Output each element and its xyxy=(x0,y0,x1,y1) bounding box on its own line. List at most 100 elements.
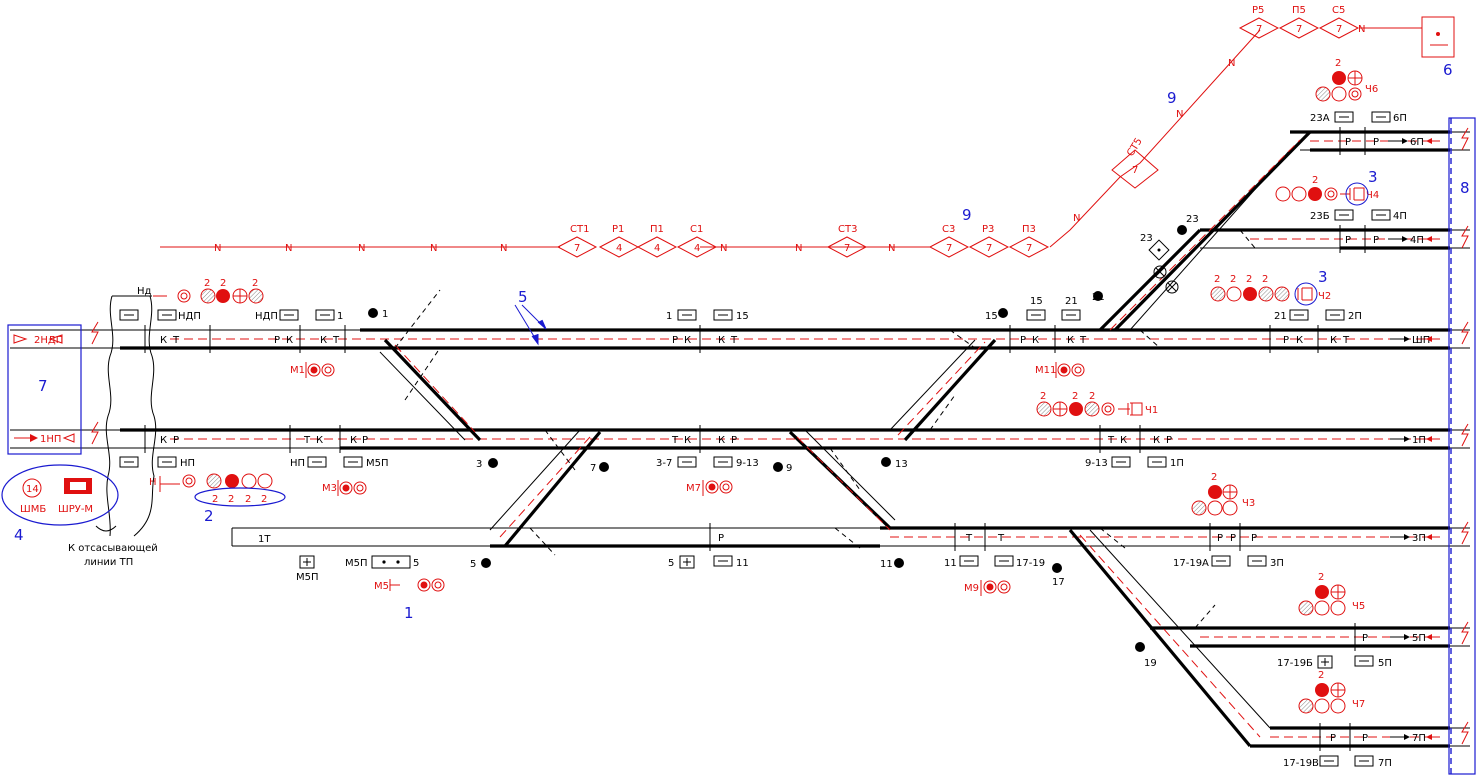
callout-box-8 xyxy=(1448,117,1476,775)
track-layout xyxy=(10,130,1470,748)
cable-n-7: N xyxy=(795,243,802,254)
cabinet-ct5: 7 CT5 xyxy=(1111,136,1159,189)
svg-text:2: 2 xyxy=(212,494,218,505)
svg-text:4: 4 xyxy=(616,243,622,254)
svg-text:2: 2 xyxy=(245,494,251,505)
svg-text:Р: Р xyxy=(718,533,724,544)
svg-text:15: 15 xyxy=(736,311,749,322)
svg-text:М5П: М5П xyxy=(345,558,368,569)
signal-nd-label: Нд xyxy=(137,286,152,297)
svg-text:Т: Т xyxy=(965,533,973,544)
callout-1: 1 xyxy=(404,604,414,622)
svg-text:17-19Б: 17-19Б xyxy=(1277,658,1313,669)
signal-m3-label: М3 xyxy=(322,483,337,494)
svg-text:3П: 3П xyxy=(1270,558,1284,569)
cable-n-5: N xyxy=(500,243,507,254)
cable-n-3: N xyxy=(358,243,365,254)
cabinet-p5: P5 7 xyxy=(1238,5,1280,39)
switch-19: 19 xyxy=(1144,658,1157,669)
svg-text:К: К xyxy=(316,435,323,446)
svg-text:7: 7 xyxy=(1026,243,1032,254)
cabinet-c1: C1 4 xyxy=(676,224,718,258)
svg-text:НДП: НДП xyxy=(255,311,278,322)
track-2ndp: 2НДП xyxy=(34,335,63,346)
svg-text:К: К xyxy=(1032,335,1039,346)
svg-text:7: 7 xyxy=(1132,165,1138,176)
svg-text:7: 7 xyxy=(844,243,850,254)
switch-21: 21 xyxy=(1092,292,1105,303)
svg-text:М5П: М5П xyxy=(366,458,389,469)
track-shp: ШП xyxy=(1412,335,1430,346)
svg-text:Т: Т xyxy=(1342,335,1350,346)
switch-7: 7 xyxy=(590,463,596,474)
svg-text:11: 11 xyxy=(944,558,957,569)
svg-text:Р: Р xyxy=(1362,633,1368,644)
svg-text:C3: C3 xyxy=(942,224,955,235)
cable-n-2: N xyxy=(285,243,292,254)
svg-text:6П: 6П xyxy=(1393,113,1407,124)
svg-text:4П: 4П xyxy=(1393,211,1407,222)
svg-text:1Т: 1Т xyxy=(258,534,271,545)
switches: 1 3 5 7 9 11 13 15 17 19 21 23 23 xyxy=(368,214,1199,669)
svg-text:Р: Р xyxy=(1330,733,1336,744)
svg-text:К: К xyxy=(160,335,167,346)
joint-ticks xyxy=(144,127,1366,751)
svg-text:2: 2 xyxy=(1318,572,1324,583)
svg-text:5: 5 xyxy=(413,558,419,569)
svg-text:1: 1 xyxy=(337,311,343,322)
cabinet-p3: P3 7 xyxy=(968,224,1010,258)
svg-text:М5П: М5П xyxy=(296,572,319,583)
svg-text:17-19А: 17-19А xyxy=(1173,558,1209,569)
svg-text:2: 2 xyxy=(1089,391,1095,402)
cabinet-p3b: П3 7 xyxy=(1008,224,1050,258)
svg-text:C5: C5 xyxy=(1332,5,1345,16)
switch-3: 3 xyxy=(476,459,482,470)
signal-ch2-label: Ч2 xyxy=(1318,291,1331,302)
svg-text:7: 7 xyxy=(946,243,952,254)
track-5p: 5П xyxy=(1412,633,1426,644)
cable-n-10: N xyxy=(1176,109,1183,120)
svg-text:Р: Р xyxy=(1166,435,1172,446)
callout-3b: 3 xyxy=(1318,268,1328,286)
signal-ch6-label: Ч6 xyxy=(1365,84,1378,95)
ground-marks xyxy=(91,127,1469,745)
callout-box-7 xyxy=(7,324,82,455)
cabinet-c3: C3 7 xyxy=(928,224,970,258)
callout-6: 6 xyxy=(1443,61,1453,79)
callout-numbers: 1 2 3 3 4 5 6 7 8 9 9 xyxy=(14,61,1470,622)
left-equipment: К отсасывающей линии ТП xyxy=(68,295,158,568)
switch-5: 5 xyxy=(470,559,476,570)
signal-m9-label: М9 xyxy=(964,583,979,594)
svg-text:К: К xyxy=(320,335,327,346)
svg-text:Т: Т xyxy=(730,335,738,346)
svg-text:К: К xyxy=(1153,435,1160,446)
cable-n-8: N xyxy=(888,243,895,254)
svg-text:7: 7 xyxy=(986,243,992,254)
signal-ch5-label: Ч5 xyxy=(1352,601,1365,612)
svg-text:Р: Р xyxy=(274,335,280,346)
callout-5: 5 xyxy=(518,288,528,306)
callout-9b: 9 xyxy=(1167,89,1177,107)
track-names: 2НДП 1НП ШП 1П 3П 5П 6П 4П 7П xyxy=(13,137,1440,744)
callout-8: 8 xyxy=(1460,179,1470,197)
svg-text:К: К xyxy=(1067,335,1074,346)
svg-text:2: 2 xyxy=(252,278,258,289)
svg-text:НП: НП xyxy=(180,458,195,469)
relay-house-box xyxy=(1421,16,1455,58)
svg-text:Т: Т xyxy=(332,335,340,346)
cabinet-p1b: П1 4 xyxy=(636,224,678,258)
cable-n-9: N xyxy=(1073,213,1080,224)
signal-m1-label: М1 xyxy=(290,365,305,376)
svg-text:17-19: 17-19 xyxy=(1016,558,1045,569)
cabinet-p1: P1 4 xyxy=(598,224,640,258)
svg-text:Р: Р xyxy=(1230,533,1236,544)
svg-text:2: 2 xyxy=(1072,391,1078,402)
signal-m7-label: М7 xyxy=(686,483,701,494)
svg-text:Р: Р xyxy=(1345,137,1351,148)
svg-text:Т: Т xyxy=(997,533,1005,544)
svg-text:Т: Т xyxy=(172,335,180,346)
callout-3a: 3 xyxy=(1368,168,1378,186)
svg-text:2: 2 xyxy=(220,278,226,289)
svg-text:К: К xyxy=(684,435,691,446)
label-ndp: НДП xyxy=(178,311,201,322)
